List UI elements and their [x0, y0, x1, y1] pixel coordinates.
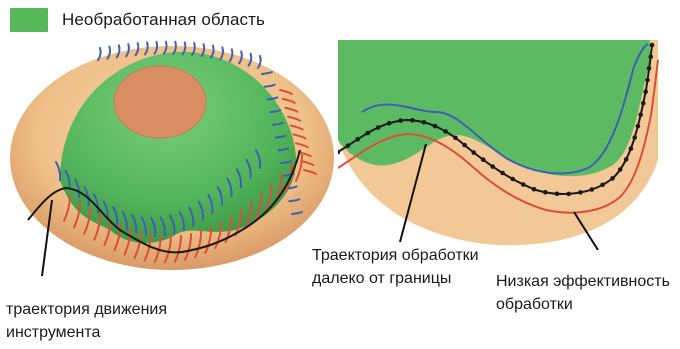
tool-path-point — [532, 187, 537, 192]
tool-path-point — [555, 192, 560, 197]
top-plateau — [114, 66, 206, 138]
tool-path-point — [472, 150, 477, 155]
label-tool-trajectory-line2: инструмента — [6, 321, 167, 344]
tool-path-point — [638, 112, 643, 117]
label-low-efficiency: Низкая эффективность обработки — [496, 270, 670, 316]
tool-path-point — [610, 176, 615, 181]
tool-path-point — [387, 121, 392, 126]
tool-path-point — [643, 89, 648, 94]
tool-path-point — [410, 118, 415, 123]
label-tool-trajectory: траектория движения инструмента — [6, 298, 167, 344]
label-tool-trajectory-line1: траектория движения — [6, 298, 167, 321]
tool-path-point — [481, 157, 486, 162]
label-low-efficiency-line1: Низкая эффективность — [496, 270, 670, 293]
tool-path-point — [443, 129, 448, 134]
tool-path-point — [632, 135, 637, 140]
tool-path-point — [356, 137, 361, 142]
tool-path-point — [636, 124, 641, 129]
tool-path-point — [590, 187, 595, 192]
tool-path-point — [629, 146, 634, 151]
tool-path-point — [600, 183, 605, 188]
label-low-efficiency-line2: обработки — [496, 293, 670, 316]
tool-path-point — [376, 125, 381, 130]
tool-path-point — [648, 54, 653, 59]
tool-path-point — [645, 78, 650, 83]
label-far-trajectory-line1: Траектория обработки — [312, 244, 479, 267]
legend-label: Необработанная область — [62, 10, 265, 30]
tool-path-point — [618, 167, 623, 172]
label-far-trajectory-line2: далеко от границы — [312, 267, 479, 290]
tool-path-point — [566, 192, 571, 197]
tool-path-point — [346, 143, 351, 148]
legend-swatch — [10, 8, 48, 32]
tool-path-point — [624, 157, 629, 162]
tool-path-point — [543, 190, 548, 195]
tool-path-point — [453, 136, 458, 141]
legend: Необработанная область — [10, 8, 265, 32]
tool-path-point — [398, 118, 403, 123]
tool-path-point — [578, 190, 583, 195]
label-far-trajectory: Траектория обработки далеко от границы — [312, 244, 479, 290]
tool-path-point — [366, 131, 371, 136]
tool-path-point — [462, 143, 467, 148]
left-dome-panel — [0, 30, 340, 300]
tool-path-point — [510, 177, 515, 182]
tool-path-point — [422, 120, 427, 125]
right-zoom-panel — [338, 40, 674, 250]
tool-path-point — [490, 164, 495, 169]
tool-path-point — [433, 124, 438, 129]
tool-path-point — [500, 171, 505, 176]
tool-path-point — [641, 101, 646, 106]
tool-path-point — [647, 66, 652, 71]
tool-path-point — [521, 182, 526, 187]
tool-path-point — [650, 43, 655, 48]
